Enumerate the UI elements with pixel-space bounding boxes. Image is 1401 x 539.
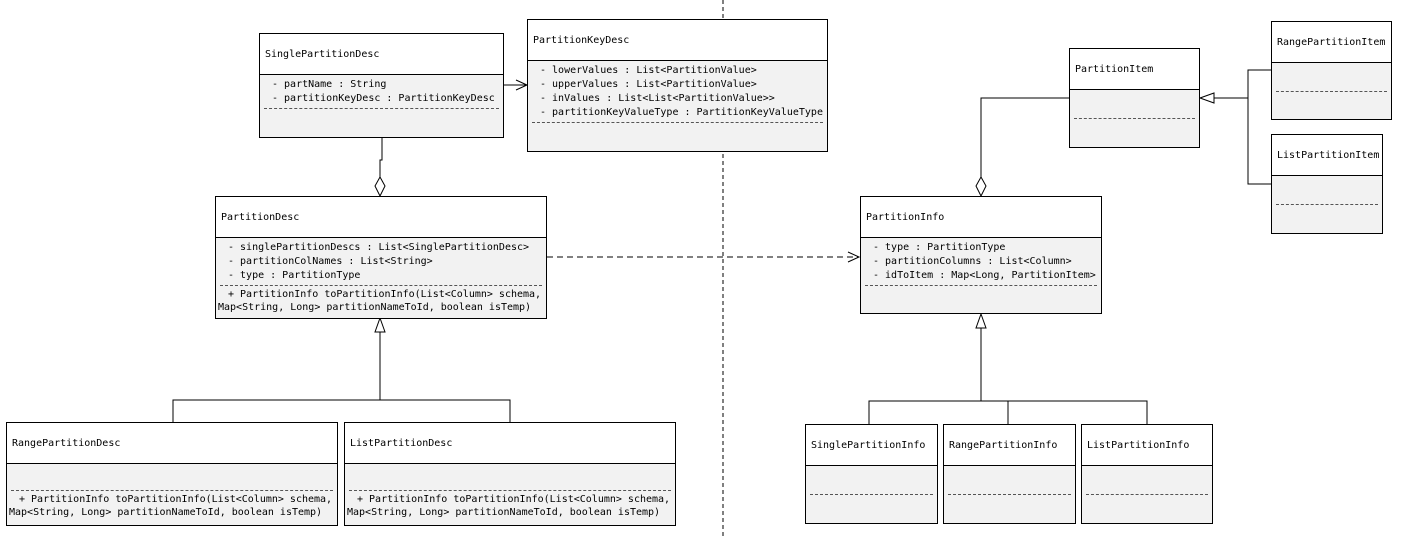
compartment-divider — [264, 108, 499, 109]
attribute: - partitionColNames : List<String> — [228, 256, 433, 267]
compartment-divider — [11, 490, 333, 491]
class-name: RangePartitionItem — [1272, 22, 1391, 63]
class-name: ListPartitionItem — [1272, 135, 1382, 176]
compartment-divider — [220, 285, 542, 286]
class-name: PartitionItem — [1070, 49, 1199, 90]
compartment-divider — [1074, 118, 1195, 119]
operation: + PartitionInfo toPartitionInfo(List<Col… — [19, 494, 333, 505]
attribute: - upperValues : List<PartitionValue> — [540, 79, 757, 90]
compartment-divider — [865, 285, 1097, 286]
attribute: - singlePartitionDescs : List<SinglePart… — [228, 242, 530, 253]
operation: + PartitionInfo toPartitionInfo(List<Col… — [357, 494, 671, 505]
class-single-partition-desc: SinglePartitionDesc - partName : String … — [259, 33, 504, 138]
compartment-divider — [349, 490, 671, 491]
operation: Map<String, Long> partitionNameToId, boo… — [347, 507, 661, 518]
aggregation-line-desc — [374, 138, 386, 198]
class-name: PartitionDesc — [216, 197, 546, 238]
class-partition-desc: PartitionDesc - singlePartitionDescs : L… — [215, 196, 547, 319]
class-name: SinglePartitionDesc — [260, 34, 503, 75]
class-list-partition-item: ListPartitionItem — [1271, 134, 1383, 234]
aggregation-line-info — [975, 97, 1069, 198]
operation: Map<String, Long> partitionNameToId, boo… — [218, 302, 532, 313]
compartment-divider — [1276, 91, 1387, 92]
class-name: PartitionInfo — [861, 197, 1101, 238]
class-partition-item: PartitionItem — [1069, 48, 1200, 148]
attribute: - type : PartitionType — [873, 242, 1006, 253]
attribute: - lowerValues : List<PartitionValue> — [540, 65, 757, 76]
class-partition-key-desc: PartitionKeyDesc - lowerValues : List<Pa… — [527, 19, 828, 152]
compartment-divider — [532, 122, 823, 123]
generalization-desc — [172, 316, 511, 422]
class-name: ListPartitionInfo — [1082, 425, 1212, 466]
class-name: ListPartitionDesc — [345, 423, 675, 464]
class-name: RangePartitionDesc — [7, 423, 337, 464]
attribute: - partitionKeyValueType : PartitionKeyVa… — [540, 107, 823, 118]
class-name: SinglePartitionInfo — [806, 425, 937, 466]
class-list-partition-info: ListPartitionInfo — [1081, 424, 1213, 524]
compartment-divider — [948, 494, 1071, 495]
class-name: PartitionKeyDesc — [528, 20, 827, 61]
class-range-partition-desc: RangePartitionDesc + PartitionInfo toPar… — [6, 422, 338, 526]
class-single-partition-info: SinglePartitionInfo — [805, 424, 938, 524]
dependency-arrow — [547, 251, 861, 263]
association-arrow — [504, 79, 529, 91]
class-name: RangePartitionInfo — [944, 425, 1075, 466]
class-range-partition-info: RangePartitionInfo — [943, 424, 1076, 524]
attribute: - partitionColumns : List<Column> — [873, 256, 1072, 267]
operation: Map<String, Long> partitionNameToId, boo… — [9, 507, 323, 518]
class-range-partition-item: RangePartitionItem — [1271, 21, 1392, 120]
class-partition-info: PartitionInfo - type : PartitionType - p… — [860, 196, 1102, 314]
generalization-info — [868, 312, 1148, 424]
attribute: - inValues : List<List<PartitionValue>> — [540, 93, 775, 104]
attribute: - partitionKeyDesc : PartitionKeyDesc — [272, 93, 495, 104]
attribute: - partName : String — [272, 79, 387, 90]
attribute: - type : PartitionType — [228, 270, 361, 281]
compartment-divider — [1086, 494, 1208, 495]
class-list-partition-desc: ListPartitionDesc + PartitionInfo toPart… — [344, 422, 676, 526]
operation: + PartitionInfo toPartitionInfo(List<Col… — [228, 289, 542, 300]
generalization-item — [1198, 69, 1271, 185]
compartment-divider — [1276, 204, 1378, 205]
attribute: - idToItem : Map<Long, PartitionItem> — [873, 270, 1096, 281]
compartment-divider — [810, 494, 933, 495]
